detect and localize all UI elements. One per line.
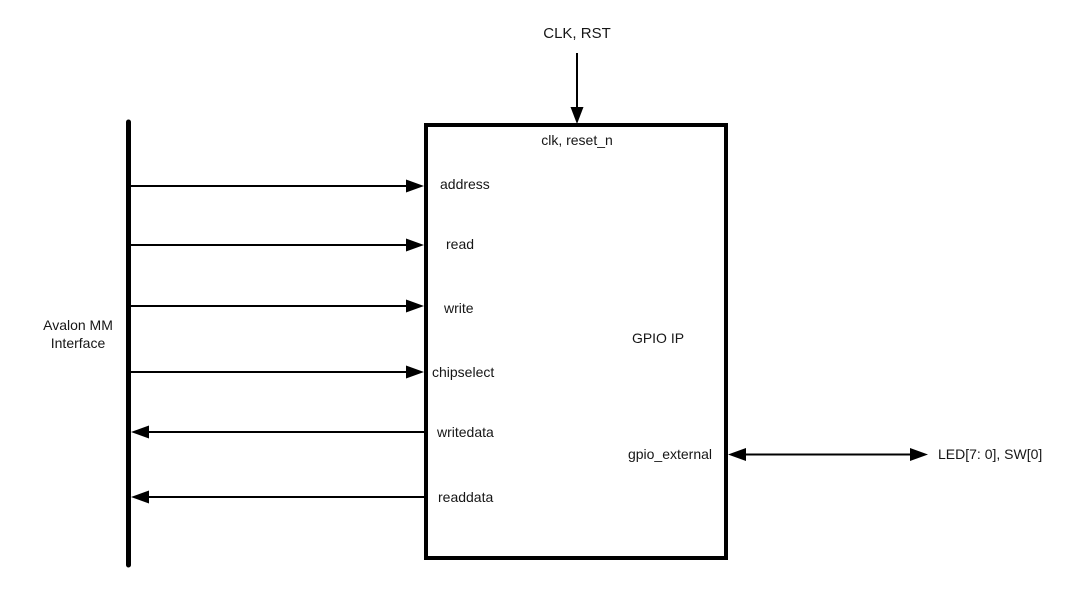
signal-label-read: read [446,236,475,252]
clk-rst-label: CLK, RST [543,25,611,42]
gpio-external-port-label: gpio_external [627,446,712,462]
clk-reset-n-port-label: clk, reset_n [541,132,613,148]
signal-label-readdata: readdata [438,489,494,505]
signal-arrow-address-head [406,179,424,193]
signal-label-chipselect: chipselect [432,364,495,380]
signal-label-write: write [444,300,474,316]
led-sw-label: LED[7: 0], SW[0] [938,446,1043,462]
gpio-block-outline [424,123,728,560]
avalon-interface-label: Avalon MM Interface [27,316,129,352]
signal-label-writedata: writedata [437,424,494,440]
signal-arrow-chipselect-head [406,365,424,379]
signal-arrow-writedata-head [131,425,149,439]
signal-arrow-write-head [406,299,424,313]
signal-arrow-readdata-head [131,490,149,504]
avalon-interface-label-line1: Avalon MM [43,317,113,333]
gpio-external-arrow-left-head [728,448,746,461]
signal-arrow-read-head [406,238,424,252]
signal-label-address: address [440,176,490,192]
avalon-interface-label-line2: Interface [50,335,106,351]
gpio-ip-title: GPIO IP [631,330,685,346]
clk-arrow-head [570,107,584,124]
gpio-external-arrow-right-head [910,448,928,461]
